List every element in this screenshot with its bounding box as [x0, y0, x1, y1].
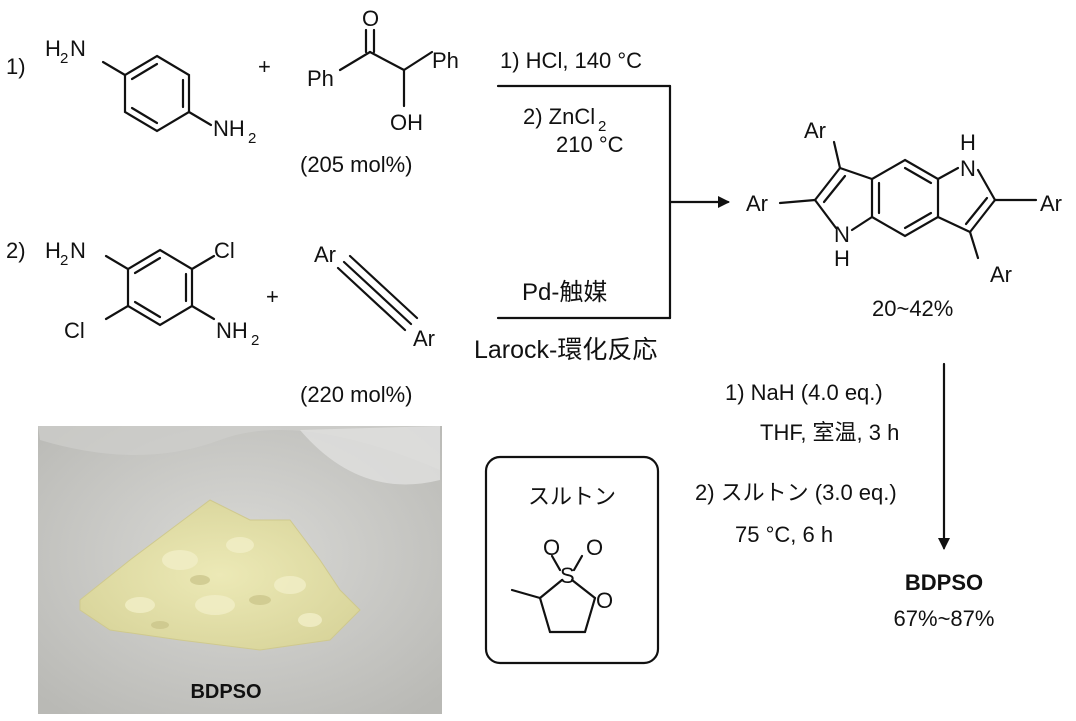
p-phenylenediamine: H 2 N NH 2	[45, 36, 256, 147]
sultone-box: スルトン O O S O	[484, 455, 660, 665]
ar-product-right: Ar	[1040, 191, 1062, 216]
cond-thf: THF, 室温, 3 h	[760, 420, 899, 445]
product-benzodipyrrole: Ar Ar Ar Ar H N N H 20~42%	[746, 118, 1062, 321]
final-product-name: BDPSO	[905, 570, 983, 595]
ar-product-bottom: Ar	[990, 262, 1012, 287]
nh2-bottom-sub: 2	[248, 130, 256, 147]
product-photo: BDPSO	[38, 426, 442, 714]
plus-2: +	[266, 284, 279, 309]
cl-bottom: Cl	[64, 318, 85, 343]
nh2-bottom: NH	[213, 116, 245, 141]
sultone-title: スルトン	[528, 484, 616, 509]
cond-75: 75 °C, 6 h	[735, 522, 833, 547]
ph-left: Ph	[307, 66, 334, 91]
dichloro-phenylenediamine: H 2 N Cl Cl NH 2	[45, 238, 259, 349]
photo-label: BDPSO	[190, 681, 261, 703]
plus-1: +	[258, 54, 271, 79]
amount-205: (205 mol%)	[300, 152, 412, 177]
cond-sultone: 2) スルトン (3.0 eq.)	[695, 480, 897, 505]
route-2-label: 2)	[6, 238, 26, 263]
nh2-bottom-2: NH	[216, 318, 248, 343]
benzoin: O Ph Ph OH	[307, 6, 459, 135]
route-2: 2) H 2 N Cl Cl NH 2 + Ar Ar	[6, 238, 657, 407]
ar-alkyne-bottom: Ar	[413, 326, 435, 351]
product-yield: 20~42%	[872, 296, 953, 321]
pd-catalyst: Pd-触媒	[522, 279, 607, 306]
ar-product-left: Ar	[746, 191, 768, 216]
nh-bottom-n: N	[834, 222, 850, 247]
nh2-top-h: H	[45, 36, 61, 61]
ar-alkyne-top: Ar	[314, 242, 336, 267]
hydroxyl: OH	[390, 110, 423, 135]
sultone-o-right: O	[586, 535, 603, 560]
nh2-bottom-sub-2: 2	[251, 332, 259, 349]
cond-zncl-sub: 2	[598, 118, 606, 135]
merge-bracket	[496, 84, 730, 320]
cl-top: Cl	[214, 238, 235, 263]
alkylation-step: 1) NaH (4.0 eq.) THF, 室温, 3 h 2) スルトン (3…	[695, 362, 995, 631]
route-1-label: 1)	[6, 54, 26, 79]
nh2-top-sub: 2	[60, 50, 68, 67]
cond-210: 210 °C	[556, 132, 624, 157]
ar-product-top: Ar	[804, 118, 826, 143]
nh2-top-n-2: N	[70, 238, 86, 263]
cond-nah: 1) NaH (4.0 eq.)	[725, 380, 883, 405]
nh-top-n: N	[960, 156, 976, 181]
ph-right: Ph	[432, 48, 459, 73]
nh-top-h: H	[960, 130, 976, 155]
cond-zncl: 2) ZnCl	[523, 104, 595, 129]
route-1: 1) H 2 N NH 2 + O Ph Ph OH	[6, 6, 642, 177]
sultone-s: S	[560, 563, 575, 588]
nh-bottom-h: H	[834, 246, 850, 271]
amount-220: (220 mol%)	[300, 382, 412, 407]
cond-hcl: 1) HCl, 140 °C	[500, 48, 642, 73]
sultone-o-left: O	[543, 535, 560, 560]
sultone-o-ring: O	[596, 588, 613, 613]
carbonyl-o: O	[362, 6, 379, 31]
nh2-top-sub-2: 2	[60, 252, 68, 269]
nh2-top-h-2: H	[45, 238, 61, 263]
final-yield: 67%~87%	[894, 606, 995, 631]
diaryl-alkyne: Ar Ar	[314, 242, 435, 351]
larock-cyclization: Larock-環化反応	[474, 336, 657, 364]
nh2-top-n: N	[70, 36, 86, 61]
